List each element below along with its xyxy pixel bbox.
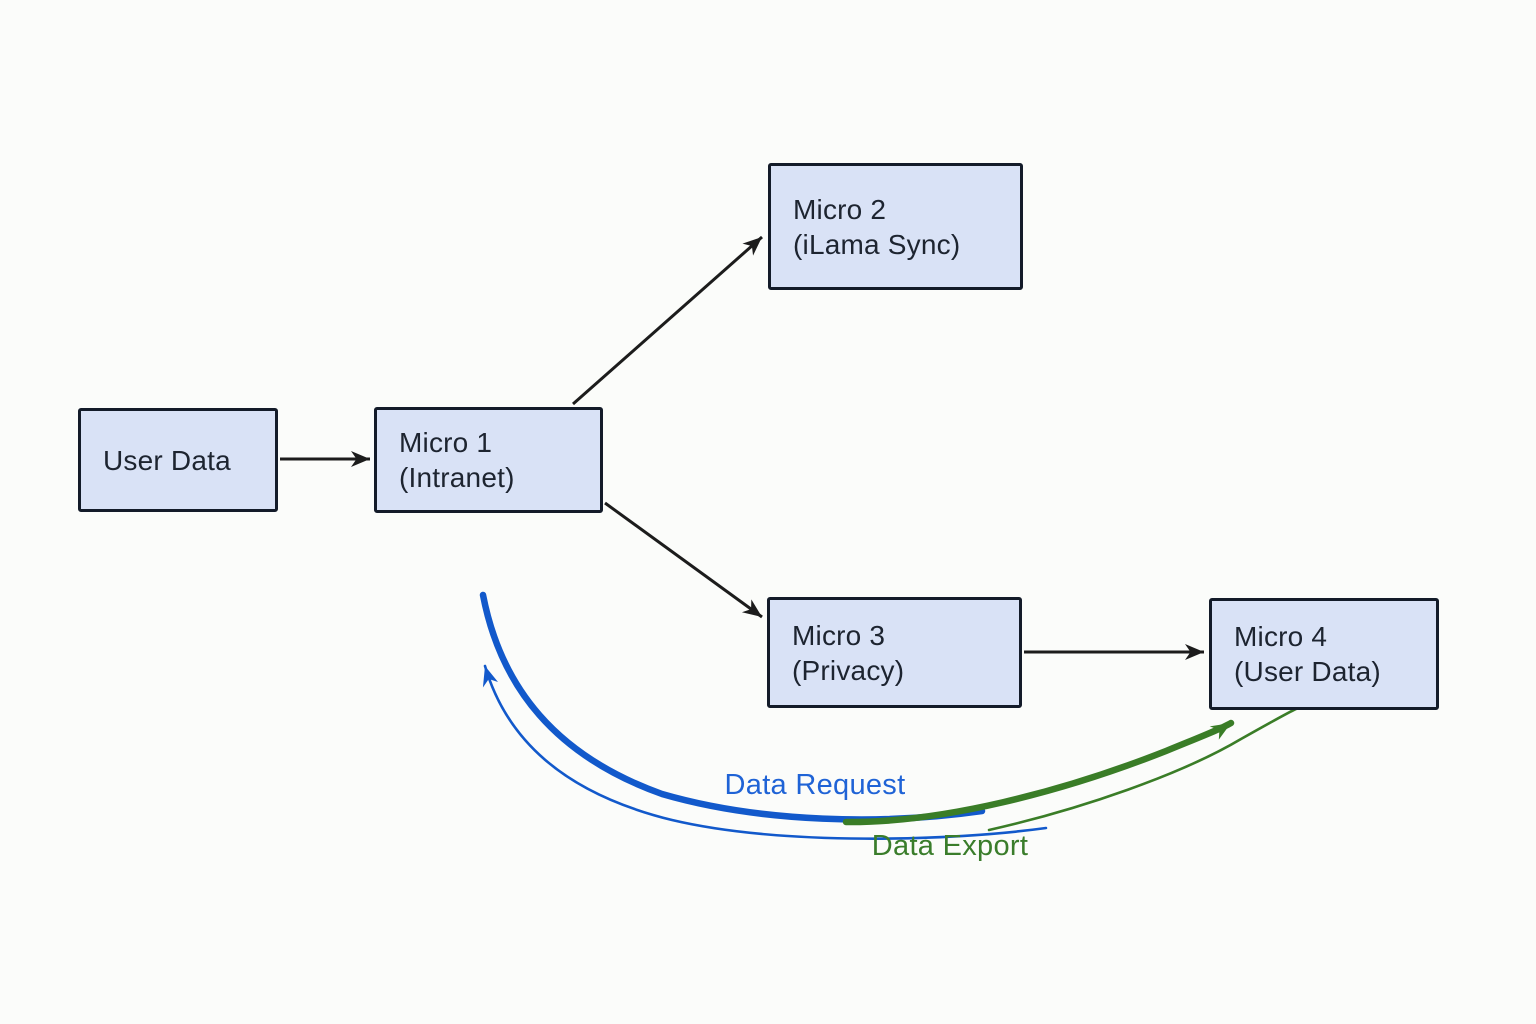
data-request-label: Data Request bbox=[724, 769, 906, 801]
node-micro-4-line1: Micro 4 bbox=[1234, 621, 1328, 652]
node-micro-3: Micro 3 (Privacy) bbox=[767, 597, 1022, 708]
node-micro-4: Micro 4 (User Data) bbox=[1209, 598, 1439, 710]
node-micro-2-line1: Micro 2 bbox=[793, 193, 887, 225]
node-micro-1-line2: (Intranet) bbox=[399, 462, 515, 493]
node-user-data: User Data bbox=[78, 408, 278, 512]
data-request-curve-arrow bbox=[482, 664, 1048, 840]
node-micro-2: Micro 2 (iLama Sync) bbox=[768, 163, 1023, 290]
arrow-micro1-to-micro3 bbox=[604, 501, 763, 619]
node-micro-4-line2: (User Data) bbox=[1234, 656, 1381, 687]
data-export-curve-arrow bbox=[842, 719, 1235, 826]
node-user-data-line1: User Data bbox=[103, 444, 231, 476]
node-micro-3-line1: Micro 3 bbox=[792, 619, 886, 651]
data-export-label: Data Export bbox=[871, 830, 1029, 862]
arrow-micro1-to-micro2 bbox=[572, 235, 763, 406]
node-micro-1-line1: Micro 1 bbox=[399, 427, 493, 458]
data-export-curve-thin bbox=[987, 707, 1298, 832]
node-micro-1: Micro 1 (Intranet) bbox=[374, 407, 603, 513]
node-micro-2-line2: (iLama Sync) bbox=[793, 228, 961, 260]
node-micro-3-line2: (Privacy) bbox=[792, 654, 905, 686]
